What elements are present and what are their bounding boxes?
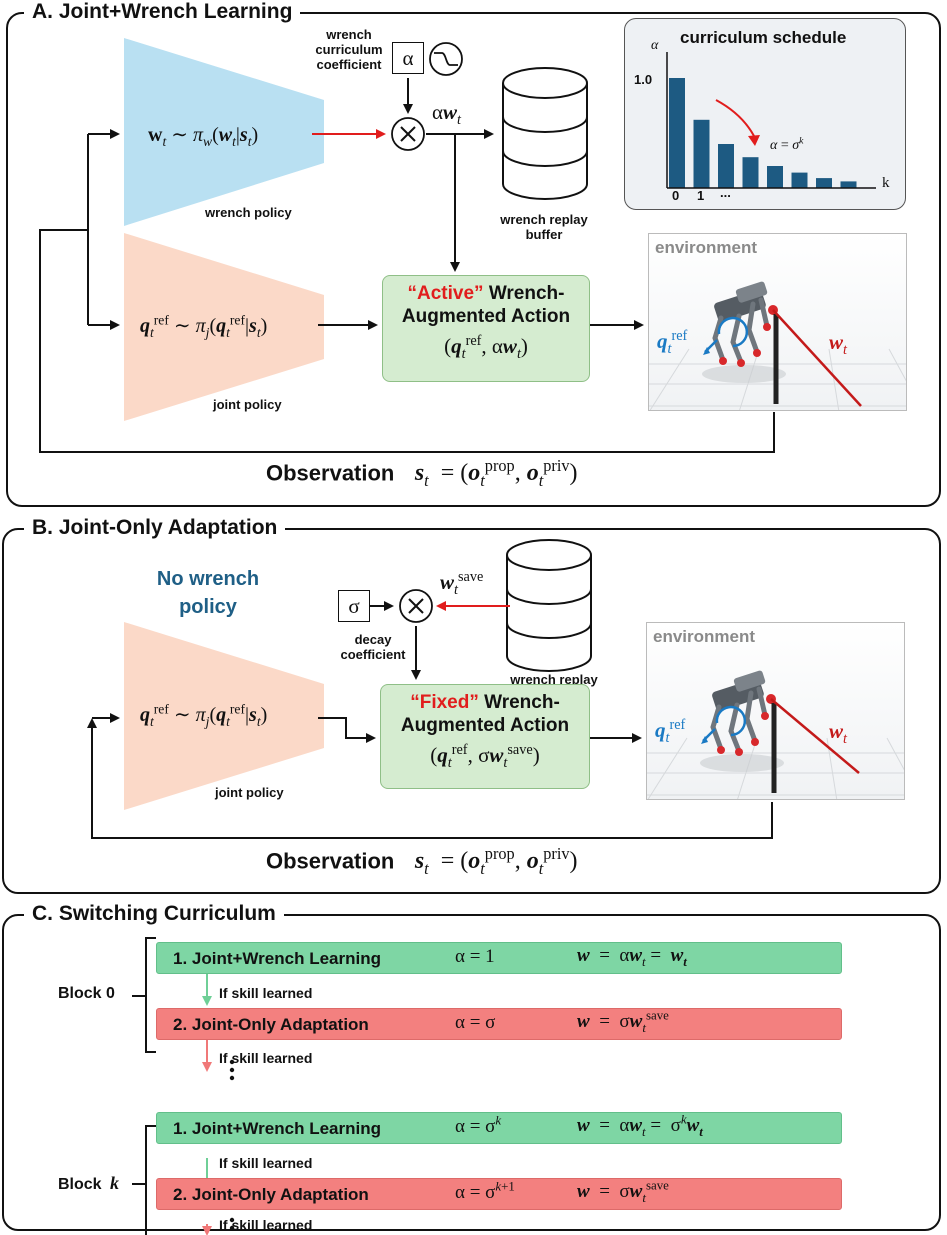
robot-scene-b [647, 670, 904, 799]
schedule-y-symbol: α [651, 38, 659, 53]
observation-label-b: Observation [266, 848, 395, 874]
multiply-icon-b [399, 589, 433, 623]
environment-a: environment qtref wt [648, 233, 907, 411]
joint-policy-label-a: joint policy [213, 397, 282, 412]
schedule-icon [429, 42, 463, 76]
action-a-tuple: (qtref, αwt) [444, 333, 528, 363]
curriculum-coeff-label: wrench curriculum coefficient [315, 27, 383, 72]
block0-skill-1: If skill learned [219, 985, 313, 1001]
arrows-a [39, 78, 775, 453]
env-q-label-a: qtref [657, 328, 688, 358]
schedule-bar-1 [693, 119, 710, 188]
schedule-x-symbol: k [882, 175, 890, 191]
block0-step2-alpha: α = σ [455, 1012, 496, 1033]
block0-step1-label: 1. Joint+Wrench Learning [173, 949, 381, 968]
decay-label: decay coefficient [340, 632, 406, 662]
action-a-line2: Augmented Action [401, 306, 571, 327]
schedule-formula: α = σk [770, 136, 804, 153]
alpha-symbol: α [402, 46, 414, 70]
schedule-title: curriculum schedule [680, 28, 847, 47]
blockk-symbol: k [110, 1173, 120, 1193]
blockk-step1-alpha: α = σk [455, 1112, 502, 1137]
env-q-label-b: qtref [655, 717, 686, 747]
schedule-y-tick: 1.0 [634, 72, 653, 87]
action-b-line2: Augmented Action [400, 715, 570, 736]
schedule-bar-4 [767, 166, 783, 188]
environment-b: environment qtref wt [646, 622, 905, 800]
action-a-rest: Wrench- [483, 283, 565, 304]
action-b-quote: “Fixed” [410, 692, 479, 713]
schedule-x-tick-2: ... [720, 185, 731, 200]
joint-policy-formula-a: qtref ∼ πj(qtref|st) [140, 312, 268, 340]
schedule-chart [666, 52, 876, 189]
block0-step2-bar: 2. Joint-Only Adaptation α = σ w = σwtsa… [156, 1008, 842, 1040]
observation-formula-a: st = (otprop, otpriv) [414, 456, 578, 490]
blockk-label: Block k [58, 1173, 119, 1194]
wrench-policy-formula: wt ∼ πw(wt|st) [148, 124, 259, 149]
environment-label-b: environment [653, 627, 756, 646]
action-b-tuple: (qtref, σwtsave) [430, 742, 540, 772]
no-wrench-label: No wrench policy [156, 568, 260, 618]
replay-buffer-icon-a [502, 67, 588, 200]
schedule-bar-0 [669, 78, 685, 188]
action-box-a: “Active” Wrench- Augmented Action (qtref… [382, 275, 590, 382]
schedule-bar-5 [791, 172, 808, 188]
replay-buffer-icon-b [506, 539, 592, 672]
block0-step2-label: 2. Joint-Only Adaptation [173, 1015, 369, 1034]
alpha-w-label: αwt [432, 100, 461, 129]
schedule-bar-6 [816, 178, 832, 188]
joint-policy-trapezoid-b [124, 622, 324, 810]
wrench-policy-trapezoid [124, 38, 324, 226]
schedule-x-tick-0: 0 [672, 188, 680, 203]
observation-label-a: Observation [266, 460, 395, 486]
blockk-step2-alpha: α = σk+1 [455, 1178, 515, 1203]
block0-label: Block 0 [58, 985, 115, 1002]
joint-policy-trapezoid-a [124, 233, 324, 421]
panel-b-title: B. Joint-Only Adaptation [24, 516, 286, 540]
schedule-bar-7 [840, 181, 857, 188]
panel-a-title: A. Joint+Wrench Learning [24, 0, 301, 24]
blockk-skill-1: If skill learned [219, 1155, 313, 1171]
observation-a: Observation st = (otprop, otpriv) [266, 456, 578, 490]
block0-step2-w: w = σwtsave [577, 1007, 669, 1035]
env-w-label-b: wt [829, 719, 847, 748]
schedule-x-tick-1: 1 [697, 188, 705, 203]
environment-label-a: environment [655, 238, 758, 257]
joint-policy-formula-b: qtref ∼ πj(qtref|st) [140, 701, 268, 729]
sigma-symbol: σ [348, 594, 360, 618]
alpha-box: α [392, 42, 424, 74]
action-a-quote: “Active” [407, 283, 484, 304]
blockk-skill-2: If skill learned [219, 1217, 313, 1233]
blockk-step2-label: 2. Joint-Only Adaptation [173, 1185, 369, 1204]
joint-policy-label-b: joint policy [215, 785, 284, 800]
blockk-step2-w: w = σwtsave [577, 1177, 669, 1205]
blockk-step1-label: 1. Joint+Wrench Learning [173, 1119, 381, 1138]
replay-buffer-label-a: wrench replay buffer [500, 212, 588, 242]
blockk-text: Block [58, 1176, 102, 1193]
block0-step1-bar: 1. Joint+Wrench Learning α = 1 w = αwt =… [156, 942, 842, 974]
blockk-step1-bar: 1. Joint+Wrench Learning α = σk w = αwt … [156, 1112, 842, 1144]
brackets-c [132, 937, 235, 1235]
w-save-label: wtsave [440, 569, 484, 599]
arrows-b [87, 601, 773, 839]
multiply-icon-a [391, 117, 425, 151]
env-w-label-a: wt [829, 330, 847, 359]
action-box-b: “Fixed” Wrench- Augmented Action (qtref,… [380, 684, 590, 789]
block0-step1-alpha: α = 1 [455, 946, 495, 967]
blockk-step1-w: w = αwt = σkwt [577, 1111, 703, 1139]
action-b-rest: Wrench- [478, 692, 560, 713]
block0-step1-w: w = αwt = wt [577, 945, 687, 969]
blockk-step2-bar: 2. Joint-Only Adaptation α = σk+1 w = σw… [156, 1178, 842, 1210]
schedule-bar-2 [718, 144, 734, 188]
observation-b: Observation st = (otprop, otpriv) [266, 844, 578, 878]
observation-formula-b: st = (otprop, otpriv) [414, 844, 578, 878]
panel-c-title: C. Switching Curriculum [24, 902, 284, 926]
robot-scene-a [649, 281, 906, 410]
wrench-policy-label: wrench policy [205, 205, 292, 220]
schedule-bar-3 [742, 157, 759, 188]
sigma-box: σ [338, 590, 370, 622]
block0-skill-2: If skill learned [219, 1050, 313, 1066]
